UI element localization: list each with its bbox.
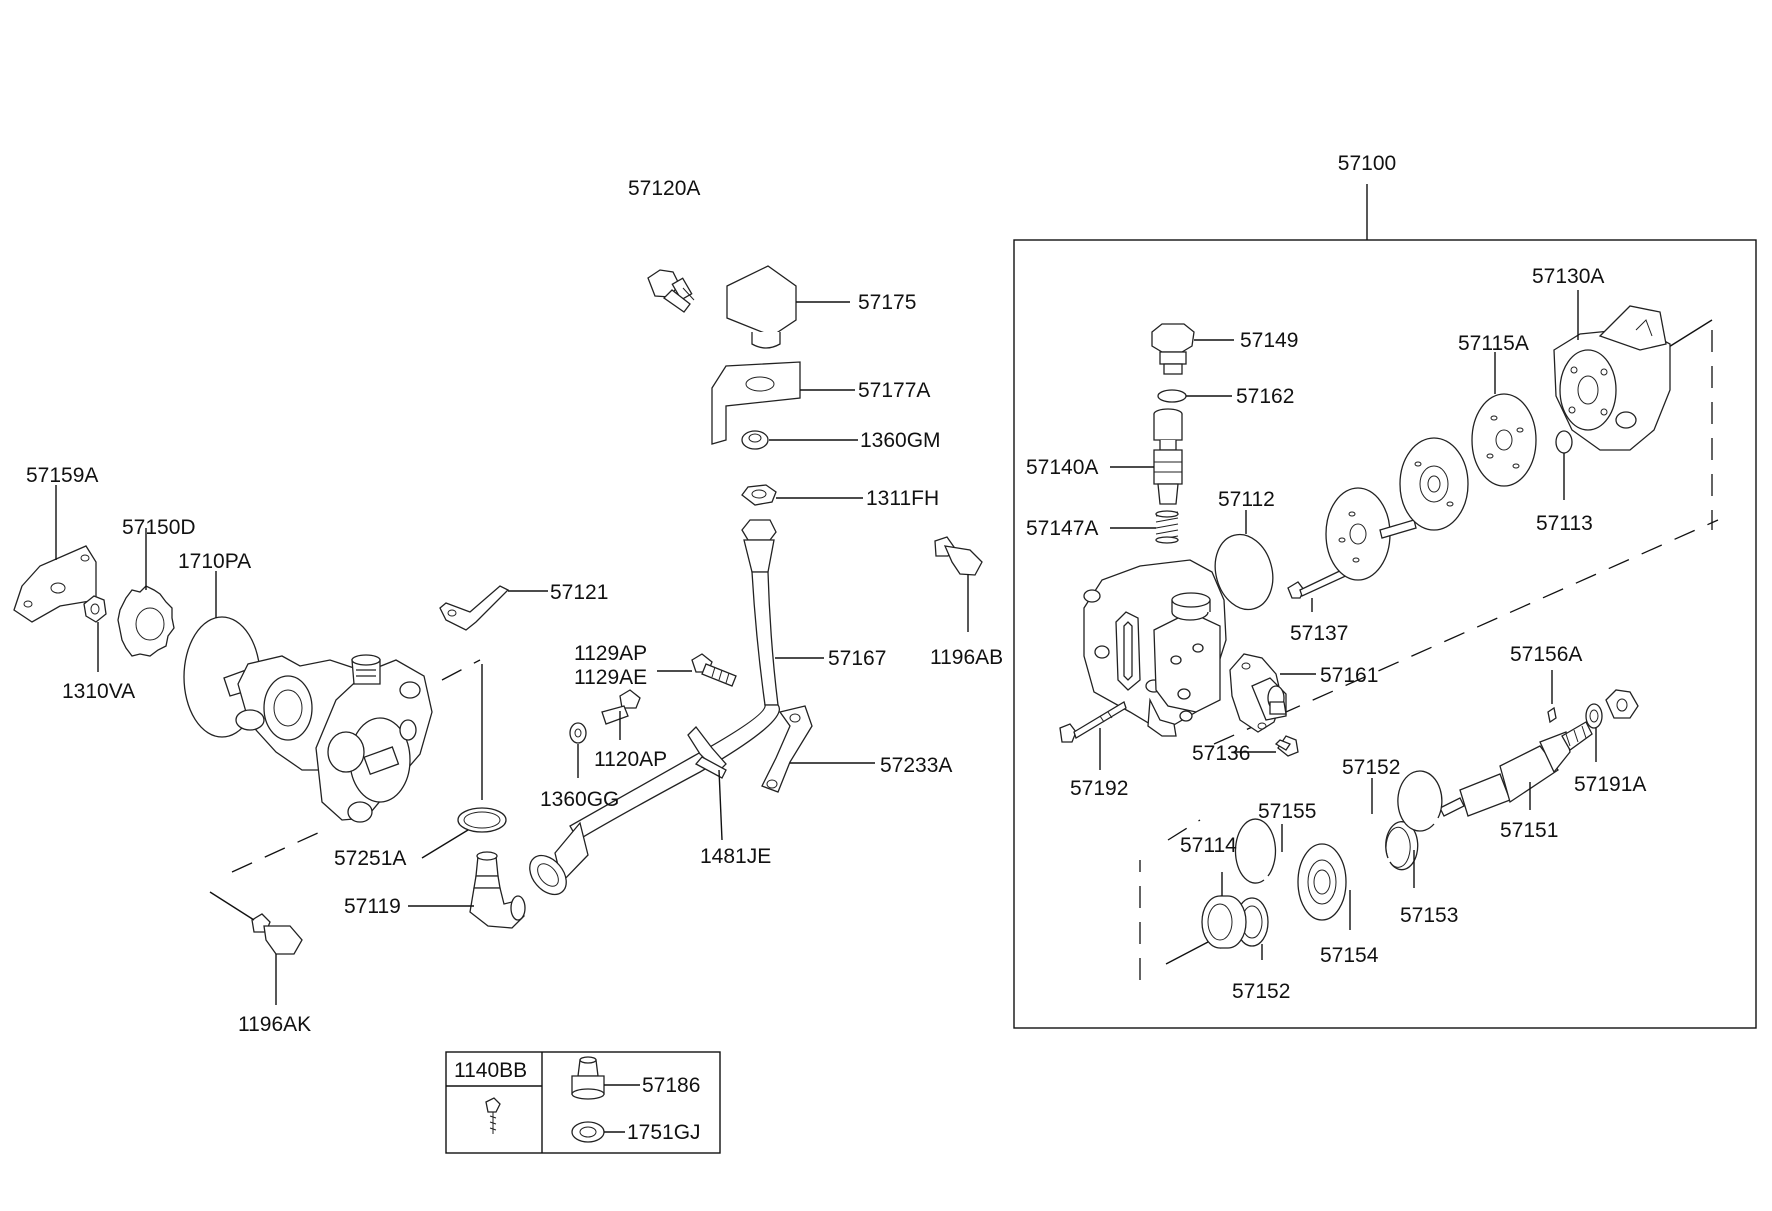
part-rotor-disc[interactable] bbox=[1325, 487, 1417, 581]
legend-item-57186[interactable]: 57186 bbox=[642, 1074, 700, 1097]
label-57152-lower[interactable]: 57152 bbox=[1232, 980, 1290, 1003]
label-1196AK[interactable]: 1196AK bbox=[238, 1013, 311, 1036]
label-1129AE[interactable]: 1129AE bbox=[574, 666, 647, 689]
label-57152-upper[interactable]: 57152 bbox=[1342, 756, 1400, 779]
label-57121[interactable]: 57121 bbox=[550, 581, 608, 604]
label-57130A[interactable]: 57130A bbox=[1532, 265, 1604, 288]
legend-table: 1140BB 57186 1751GJ bbox=[445, 1051, 721, 1154]
legend-header[interactable]: 1140BB bbox=[454, 1059, 527, 1082]
part-57151-shaft[interactable] bbox=[1439, 721, 1593, 817]
legend-item-1751GJ[interactable]: 1751GJ bbox=[627, 1121, 701, 1144]
part-57114-bushing[interactable] bbox=[1201, 895, 1247, 949]
label-57114[interactable]: 57114 bbox=[1180, 834, 1237, 857]
label-57175[interactable]: 57175 bbox=[858, 291, 916, 314]
label-57120A[interactable]: 57120A bbox=[628, 177, 700, 200]
part-57112-oring[interactable] bbox=[1207, 528, 1281, 616]
part-57147A-spring[interactable] bbox=[1155, 510, 1179, 544]
part-57167-tube[interactable] bbox=[522, 519, 780, 901]
part-57120A-bolt[interactable] bbox=[647, 269, 695, 313]
label-1360GG[interactable]: 1360GG bbox=[540, 788, 619, 811]
part-57159A-bracket[interactable] bbox=[13, 545, 97, 623]
label-57177A[interactable]: 57177A bbox=[858, 379, 930, 402]
label-57251A[interactable]: 57251A bbox=[334, 847, 406, 870]
label-57161[interactable]: 57161 bbox=[1320, 664, 1378, 687]
label-57167[interactable]: 57167 bbox=[828, 647, 886, 670]
part-1196AB-bolt[interactable] bbox=[934, 536, 983, 576]
part-pump-cam-ring[interactable] bbox=[1399, 437, 1469, 531]
part-nut[interactable] bbox=[1605, 689, 1639, 719]
part-57233A-bracket[interactable] bbox=[761, 705, 813, 793]
label-57155[interactable]: 57155 bbox=[1258, 800, 1316, 823]
part-57156A-key[interactable] bbox=[1547, 706, 1557, 724]
label-57149[interactable]: 57149 bbox=[1240, 329, 1298, 352]
part-57121-bracket[interactable] bbox=[439, 585, 510, 631]
part-57119-elbow[interactable] bbox=[469, 851, 526, 929]
part-1360GM-washer[interactable] bbox=[741, 430, 769, 450]
label-57191A[interactable]: 57191A bbox=[1574, 773, 1646, 796]
label-57112[interactable]: 57112 bbox=[1218, 488, 1275, 511]
label-57100[interactable]: 57100 bbox=[1338, 152, 1396, 175]
part-57162-oring[interactable] bbox=[1157, 389, 1187, 403]
assembly-57100: 57100 bbox=[1013, 152, 1757, 1029]
label-1311FH[interactable]: 1311FH bbox=[866, 487, 939, 510]
part-1129AP-bolt[interactable] bbox=[691, 653, 737, 687]
part-57191A-washer[interactable] bbox=[1585, 703, 1603, 729]
label-1360GM[interactable]: 1360GM bbox=[860, 429, 941, 452]
label-57137[interactable]: 57137 bbox=[1290, 622, 1348, 645]
part-57113-oring[interactable] bbox=[1555, 430, 1573, 454]
label-57140A[interactable]: 57140A bbox=[1026, 456, 1098, 479]
part-1310VA-nut[interactable] bbox=[83, 595, 107, 623]
label-1196AB[interactable]: 1196AB bbox=[930, 646, 1003, 669]
label-57113[interactable]: 57113 bbox=[1536, 512, 1593, 535]
part-57154-seal[interactable] bbox=[1297, 843, 1347, 921]
part-pump-body[interactable] bbox=[223, 654, 433, 823]
label-57150D[interactable]: 57150D bbox=[122, 516, 196, 539]
label-57162[interactable]: 57162 bbox=[1236, 385, 1294, 408]
part-57161-flange[interactable] bbox=[1229, 653, 1287, 733]
legend-bolt-icon bbox=[485, 1097, 501, 1134]
part-57150D-gear[interactable] bbox=[117, 585, 175, 657]
part-57115A-plate[interactable] bbox=[1471, 393, 1537, 487]
legend-fitting-icon bbox=[571, 1056, 605, 1100]
label-57147A[interactable]: 57147A bbox=[1026, 517, 1098, 540]
part-57136-screw[interactable] bbox=[1274, 735, 1299, 757]
part-57175-cap[interactable] bbox=[726, 265, 797, 349]
label-57192[interactable]: 57192 bbox=[1070, 777, 1128, 800]
part-57155-snapring[interactable] bbox=[1234, 818, 1277, 884]
part-57251A-oring[interactable] bbox=[457, 807, 507, 833]
label-57159A[interactable]: 57159A bbox=[26, 464, 98, 487]
part-57153-snapring[interactable] bbox=[1397, 770, 1443, 832]
label-57233A[interactable]: 57233A bbox=[880, 754, 952, 777]
label-1120AP[interactable]: 1120AP bbox=[594, 748, 667, 771]
label-1129AP[interactable]: 1129AP bbox=[574, 642, 647, 665]
part-pump-housing[interactable] bbox=[1083, 559, 1227, 737]
label-1310VA[interactable]: 1310VA bbox=[62, 680, 135, 703]
part-57140A-valve[interactable] bbox=[1153, 408, 1183, 505]
label-57156A[interactable]: 57156A bbox=[1510, 643, 1582, 666]
part-57152-snapring-upper[interactable] bbox=[1385, 821, 1419, 871]
label-57115A[interactable]: 57115A bbox=[1458, 332, 1529, 355]
label-57151[interactable]: 57151 bbox=[1500, 819, 1558, 842]
label-57154[interactable]: 57154 bbox=[1320, 944, 1379, 967]
label-1481JE[interactable]: 1481JE bbox=[700, 845, 771, 868]
label-57119[interactable]: 57119 bbox=[344, 895, 401, 918]
part-57192-bolt[interactable] bbox=[1059, 701, 1127, 743]
legend-washer-icon bbox=[571, 1121, 605, 1143]
label-57136[interactable]: 57136 bbox=[1192, 742, 1250, 765]
part-1196AK-bolt[interactable] bbox=[251, 913, 303, 955]
part-1311FH-nut[interactable] bbox=[741, 484, 777, 506]
label-57153[interactable]: 57153 bbox=[1400, 904, 1458, 927]
part-57177A-bracket[interactable] bbox=[711, 361, 801, 445]
part-1360GG-washer[interactable] bbox=[569, 722, 587, 744]
part-57149-plug[interactable] bbox=[1151, 323, 1195, 375]
part-57130A-cover[interactable] bbox=[1553, 305, 1671, 451]
part-1120AP-bolt[interactable] bbox=[601, 689, 641, 725]
label-1710PA[interactable]: 1710PA bbox=[178, 550, 251, 573]
